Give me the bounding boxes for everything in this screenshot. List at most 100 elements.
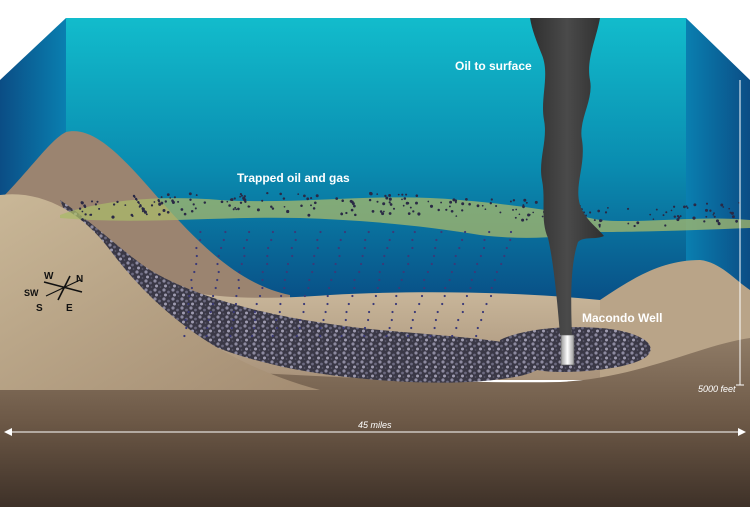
- oil-droplet: [475, 334, 478, 338]
- oil-droplet: [389, 203, 393, 206]
- oil-droplet: [462, 302, 465, 306]
- oil-droplet: [283, 205, 286, 208]
- oil-droplet: [205, 334, 208, 338]
- oil-droplet: [673, 215, 677, 218]
- oil-droplet: [371, 210, 375, 213]
- oil-droplet: [388, 193, 392, 197]
- oil-droplet: [402, 204, 405, 207]
- oil-droplet: [350, 208, 354, 212]
- oil-droplet: [367, 230, 370, 234]
- oil-droplet: [160, 196, 163, 199]
- oil-droplet: [194, 207, 197, 210]
- compass-diag-axis: [45, 279, 81, 297]
- oil-droplet: [216, 262, 219, 266]
- oil-droplet: [239, 195, 242, 198]
- oil-droplet: [429, 334, 432, 338]
- oil-droplet: [162, 209, 166, 212]
- oil-droplet: [589, 211, 592, 214]
- oil-droplet: [495, 270, 498, 274]
- oil-droplet: [455, 215, 458, 217]
- width-scale-arrow-left: [4, 428, 12, 436]
- oil-droplet: [470, 278, 473, 282]
- oil-droplet: [224, 230, 227, 234]
- oil-droplet: [649, 213, 652, 216]
- oil-droplet: [335, 197, 339, 200]
- oil-droplet: [541, 215, 544, 218]
- oil-droplet: [190, 209, 194, 213]
- oil-droplet: [512, 208, 514, 211]
- oil-droplet: [306, 197, 310, 201]
- oil-droplet: [266, 191, 269, 195]
- oil-droplet: [310, 204, 312, 207]
- oil-droplet: [133, 196, 136, 198]
- oil-droplet: [476, 204, 480, 208]
- oil-droplet: [449, 200, 453, 204]
- oil-droplet: [267, 246, 270, 250]
- oil-droplet: [294, 238, 297, 242]
- oil-droplet: [307, 286, 310, 290]
- oil-droplet: [240, 194, 243, 197]
- oil-droplet: [254, 318, 257, 322]
- oil-droplet: [599, 219, 602, 223]
- oil-droplet: [401, 198, 403, 201]
- oil-droplet: [237, 207, 240, 211]
- oil-droplet: [665, 211, 668, 214]
- oil-droplet: [418, 302, 421, 306]
- oil-droplet: [440, 201, 443, 204]
- oil-droplet: [598, 223, 601, 227]
- oil-droplet: [322, 318, 325, 322]
- oil-droplet: [84, 213, 87, 216]
- oil-droplet: [693, 203, 697, 207]
- oil-droplet: [303, 294, 306, 298]
- oil-droplet: [326, 294, 329, 298]
- oil-droplet: [313, 201, 317, 205]
- oil-droplet: [388, 201, 391, 204]
- oil-droplet: [476, 262, 479, 266]
- oil-droplet: [145, 213, 148, 216]
- oil-droplet: [368, 310, 371, 314]
- oil-droplet: [310, 197, 313, 200]
- oil-droplet: [212, 294, 215, 298]
- oil-droplet: [242, 246, 246, 250]
- oil-droplet: [409, 206, 412, 209]
- compass-west-label: W: [44, 271, 54, 282]
- oil-droplet: [131, 215, 134, 217]
- oil-droplet: [720, 203, 724, 207]
- oil-droplet: [482, 246, 486, 250]
- oil-droplet: [229, 198, 233, 201]
- oil-droplet: [185, 326, 188, 330]
- oil-droplet: [96, 200, 99, 203]
- oil-droplet: [655, 208, 658, 211]
- oil-droplet: [402, 270, 405, 274]
- oil-droplet: [500, 262, 503, 266]
- oil-droplet: [385, 334, 388, 338]
- compass-north-label: N: [76, 274, 83, 285]
- oil-droplet: [171, 199, 174, 203]
- oil-droplet: [173, 196, 176, 199]
- oil-droplet: [398, 286, 401, 290]
- oil-droplet: [345, 211, 348, 215]
- width-scale-arrow-right: [738, 428, 746, 436]
- oil-droplet: [712, 213, 715, 216]
- oil-droplet: [411, 318, 414, 322]
- oil-droplet: [351, 202, 355, 206]
- oil-droplet: [382, 202, 386, 206]
- oil-droplet: [188, 294, 191, 298]
- compass-rose: [43, 275, 83, 301]
- oil-droplet: [195, 254, 198, 258]
- oil-droplet: [226, 200, 229, 203]
- oil-droplet: [455, 326, 458, 330]
- oil-droplet: [441, 302, 444, 306]
- oil-droplet: [308, 278, 311, 282]
- oil-droplet: [407, 254, 410, 258]
- oil-droplet: [193, 270, 196, 274]
- oil-droplet: [312, 207, 316, 210]
- oil-droplet: [160, 201, 164, 205]
- oil-droplet: [166, 210, 170, 214]
- oil-droplet: [282, 197, 286, 200]
- oil-droplet: [465, 294, 468, 298]
- oil-droplet: [328, 286, 331, 290]
- oil-droplet: [285, 270, 288, 274]
- oil-droplet: [521, 218, 525, 222]
